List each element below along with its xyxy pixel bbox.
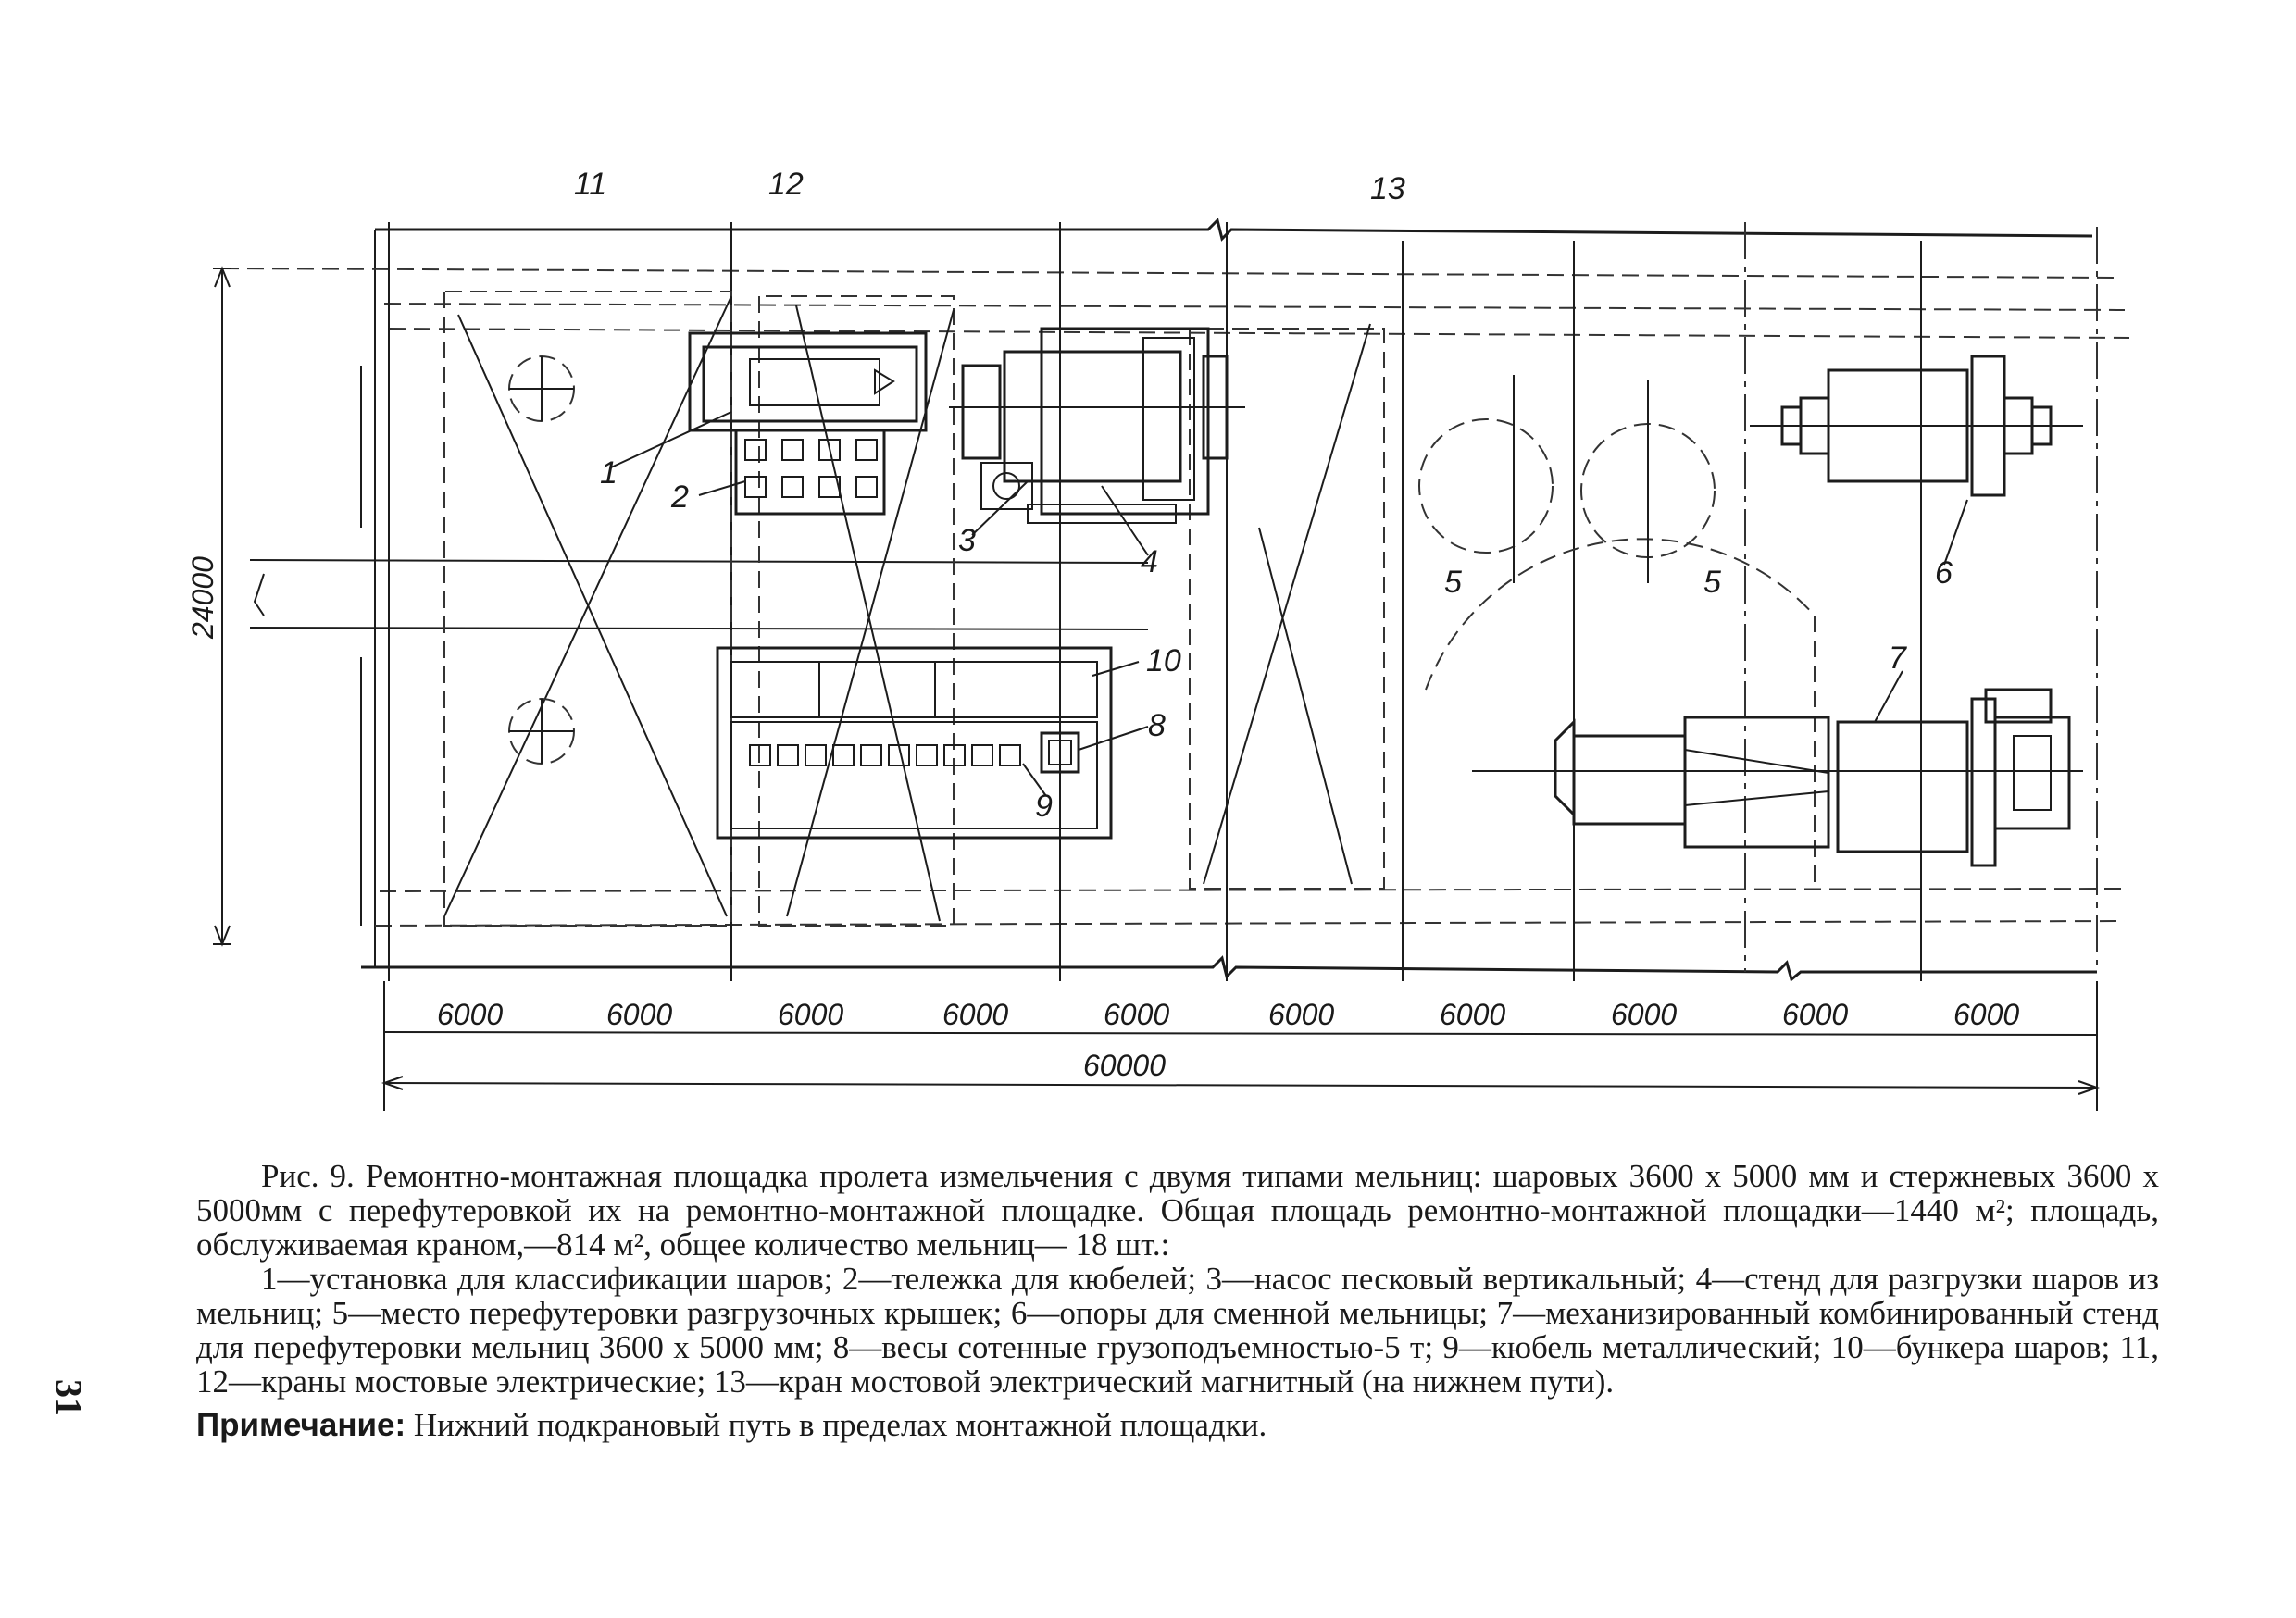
bay-dim-5: 6000 — [1104, 998, 1169, 1031]
bay-dim-10: 6000 — [1953, 998, 2019, 1031]
mill-supports — [1750, 355, 2083, 497]
figure-note: Примечание: Нижний подкрановый путь в пр… — [196, 1408, 2159, 1442]
ball-bunkers — [716, 646, 1113, 840]
bay-dim-4: 6000 — [942, 998, 1008, 1031]
bay-dim-2: 6000 — [606, 998, 672, 1031]
figure-caption: Рис. 9. Ремонтно-монтажная площадка прол… — [196, 1159, 2159, 1442]
note-text: Нижний подкрановый путь в пределах монта… — [413, 1407, 1267, 1443]
label-4: 4 — [1141, 544, 1158, 579]
label-6: 6 — [1935, 555, 1953, 591]
bay-dim-7: 6000 — [1440, 998, 1505, 1031]
label-7: 7 — [1889, 641, 1907, 676]
label-9: 9 — [1035, 789, 1053, 824]
label-10: 10 — [1146, 643, 1181, 678]
label-11: 11 — [574, 167, 606, 202]
column-axes — [388, 222, 1922, 981]
bay-dim-3: 6000 — [778, 998, 843, 1031]
label-3: 3 — [958, 523, 976, 558]
figure-legend: 1—установка для классификации шаров; 2—т… — [196, 1261, 2159, 1400]
label-12: 12 — [768, 167, 804, 202]
crane-13-zone — [1189, 323, 1385, 890]
bay-dimensions: 6000 6000 6000 6000 6000 6000 6000 6000 … — [383, 981, 2098, 1111]
total-dimension-value: 60000 — [1083, 1049, 1166, 1082]
height-dimension-value: 24000 — [186, 556, 219, 640]
label-8: 8 — [1148, 708, 1166, 743]
bay-dim-1: 6000 — [437, 998, 503, 1031]
label-1: 1 — [600, 455, 618, 491]
label-5b: 5 — [1703, 565, 1721, 600]
figure-number: Рис. 9. — [261, 1158, 355, 1194]
ball-mill-unloading-stand — [949, 327, 1245, 524]
label-13: 13 — [1370, 171, 1405, 206]
bay-dim-6: 6000 — [1268, 998, 1334, 1031]
lid-relining-places — [1418, 375, 1816, 889]
metal-buckets — [749, 744, 1021, 766]
label-5a: 5 — [1444, 565, 1462, 600]
total-dimension: 60000 — [381, 1049, 2101, 1095]
label-2: 2 — [670, 479, 689, 515]
scales — [1040, 731, 1080, 774]
figure-title: Ремонтно-монтажная площадка пролета изме… — [196, 1158, 2160, 1263]
ball-classifier-unit — [688, 331, 928, 432]
building-outline — [221, 218, 2130, 982]
crane-11-zone — [443, 291, 732, 927]
leader-lines — [610, 411, 1968, 797]
bucket-trolleys — [734, 429, 886, 516]
page-number: 31 — [48, 1379, 90, 1416]
bay-dim-8: 6000 — [1611, 998, 1677, 1031]
relining-stand — [1472, 688, 2083, 867]
height-dimension: 24000 — [186, 266, 231, 947]
note-label: Примечание: — [196, 1407, 406, 1443]
bay-dim-9: 6000 — [1782, 998, 1848, 1031]
